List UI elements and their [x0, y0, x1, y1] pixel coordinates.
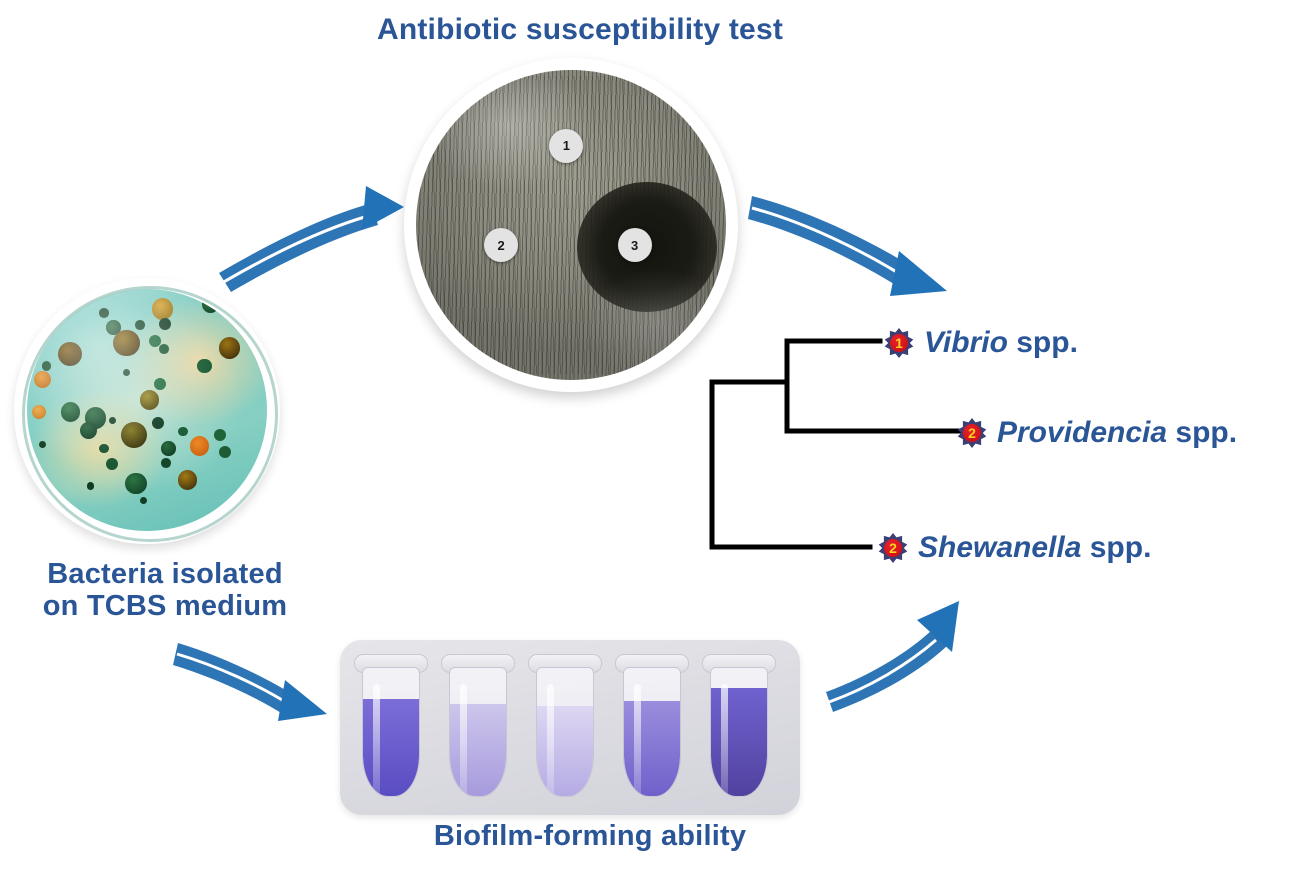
tube-body	[449, 667, 507, 797]
badge-number: 2	[889, 539, 897, 556]
dendrogram-tree	[709, 338, 978, 550]
crystal-violet-liquid	[363, 698, 419, 796]
species-suffix: spp.	[1081, 531, 1152, 564]
tube-body	[710, 667, 768, 797]
species-genus-italic: Shewanella	[918, 531, 1082, 564]
crystal-violet-liquid	[537, 706, 593, 796]
crystal-violet-liquid	[450, 703, 506, 796]
biofilm-tube-tray	[340, 640, 800, 815]
species-label-providencia: Providencia spp.	[997, 416, 1237, 450]
tube-highlight	[547, 684, 554, 796]
badge-number: 1	[895, 334, 903, 351]
tube-highlight	[634, 684, 641, 796]
species-suffix: spp.	[1167, 416, 1238, 449]
antibiotic-disk-1[interactable]: 1	[549, 128, 584, 163]
tube-body	[623, 667, 681, 797]
tcbs-agar-plate	[14, 278, 280, 544]
dendrogram-leaf-vibrio: 1 Vibrio spp.	[884, 326, 1078, 360]
arrow-tcbs-to-antibiotic	[219, 186, 404, 292]
species-suffix: spp.	[1007, 326, 1078, 359]
caption-bacteria-isolated-tcbs: Bacteria isolated on TCBS medium	[42, 558, 288, 623]
antibiotic-disk-3[interactable]: 3	[617, 228, 652, 263]
tube-body	[362, 667, 420, 797]
species-genus-italic: Providencia	[997, 416, 1168, 449]
tube-body	[536, 667, 594, 797]
biofilm-tube-5	[702, 654, 776, 804]
tube-highlight	[373, 684, 380, 796]
biofilm-tube-1	[354, 654, 428, 804]
crystal-violet-liquid	[711, 688, 767, 796]
antibiotic-susceptibility-plate: 1 2 3	[404, 58, 738, 392]
dendrogram-leaf-providencia: 2 Providencia spp.	[957, 416, 1237, 450]
tube-highlight	[460, 684, 467, 796]
arrow-tcbs-to-biofilm	[173, 643, 327, 721]
species-label-vibrio: Vibrio spp.	[924, 326, 1078, 360]
plate-glare	[415, 69, 727, 381]
species-label-shewanella: Shewanella spp.	[918, 531, 1151, 565]
biofilm-tube-3	[528, 654, 602, 804]
badge-circle: 2	[883, 538, 903, 558]
badge-icon-1: 1	[884, 328, 914, 358]
badge-circle: 2	[962, 423, 982, 443]
antibiotic-disk-2[interactable]: 2	[484, 228, 519, 263]
mueller-hinton-agar-surface: 1 2 3	[415, 69, 727, 381]
badge-number: 2	[968, 424, 976, 441]
title-antibiotic-susceptibility-test: Antibiotic susceptibility test	[376, 13, 784, 46]
caption-biofilm-forming-ability: Biofilm-forming ability	[433, 820, 747, 852]
crystal-violet-liquid	[624, 701, 680, 796]
badge-circle: 1	[889, 333, 909, 353]
dendrogram-leaf-shewanella: 2 Shewanella spp.	[878, 531, 1151, 565]
tube-highlight	[721, 684, 728, 796]
badge-icon-3: 2	[878, 533, 908, 563]
species-genus-italic: Vibrio	[924, 326, 1008, 359]
arrow-biofilm-to-dendrogram	[826, 601, 959, 712]
arrow-antibiotic-to-dendrogram	[748, 196, 947, 296]
biofilm-tube-2	[441, 654, 515, 804]
biofilm-tube-4	[615, 654, 689, 804]
petri-dish-inner-ring	[21, 285, 278, 542]
badge-icon-2: 2	[957, 418, 987, 448]
